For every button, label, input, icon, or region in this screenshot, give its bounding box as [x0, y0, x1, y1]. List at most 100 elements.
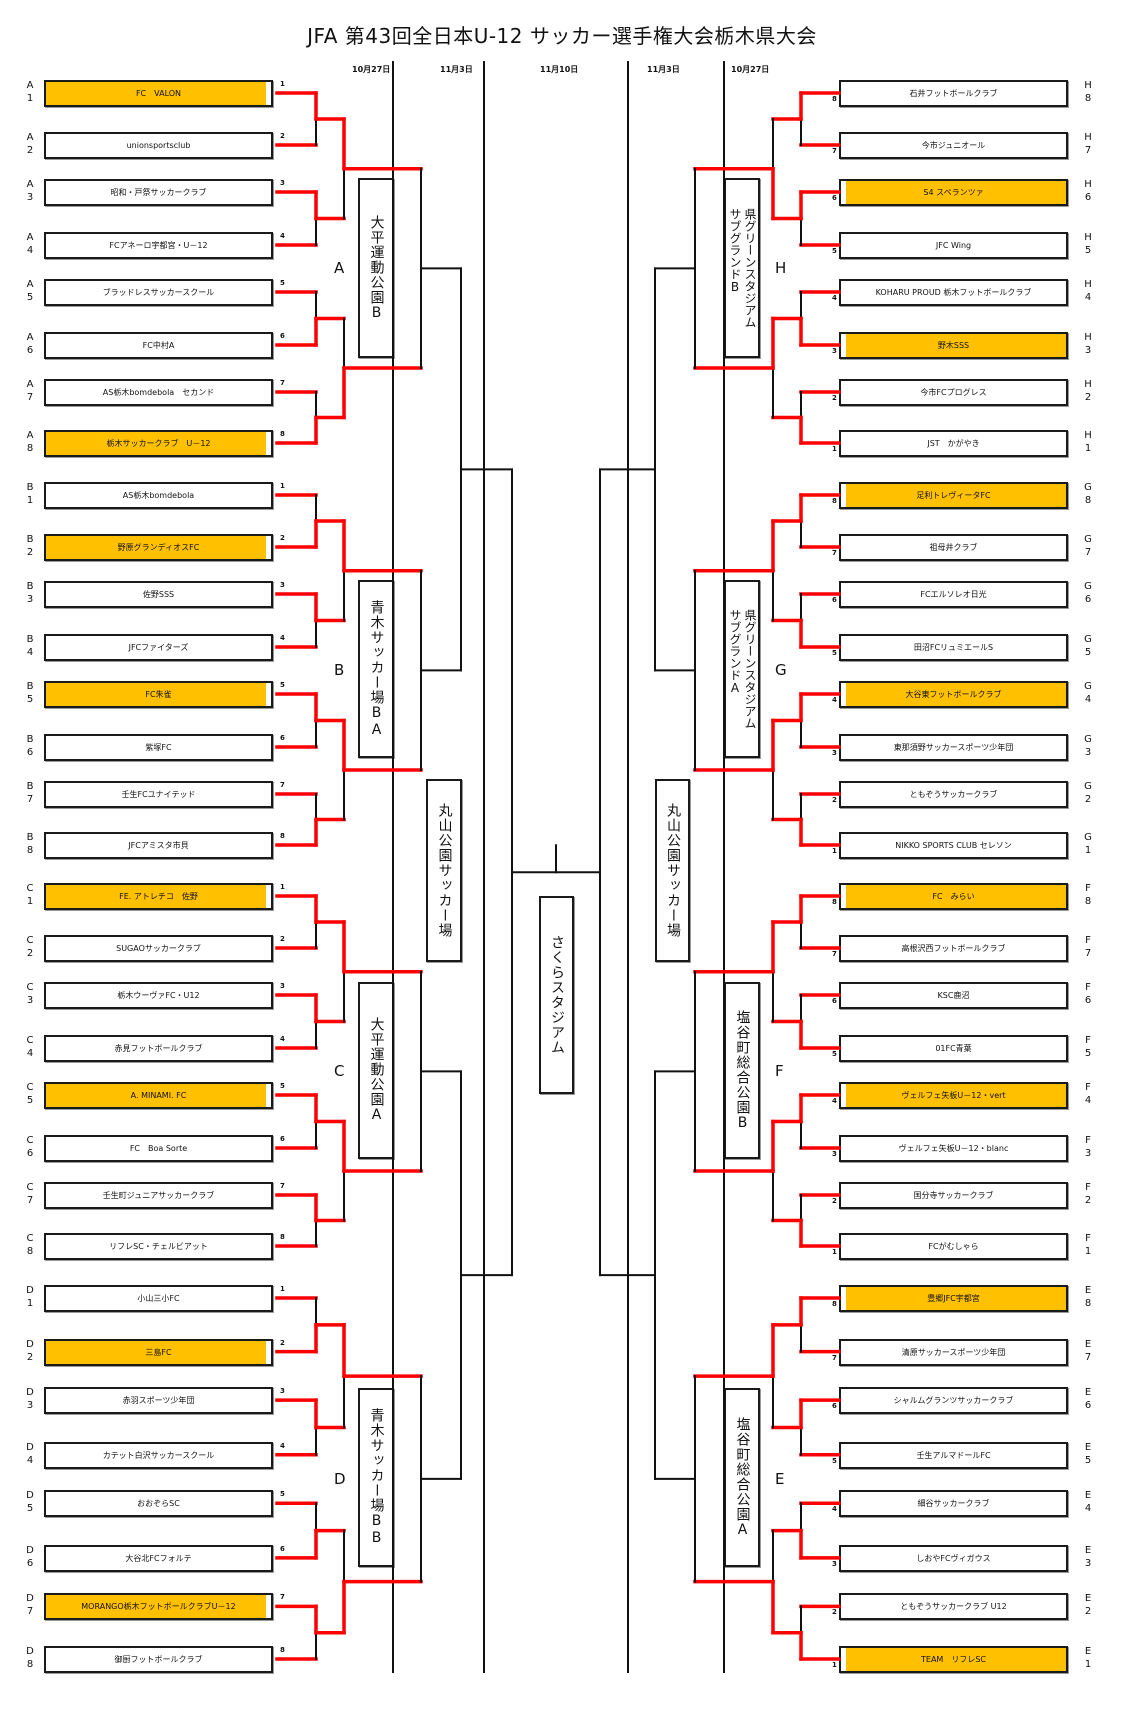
- slot-number-label: 6: [26, 747, 34, 758]
- team-box[interactable]: FC VALON: [44, 80, 273, 107]
- team-box[interactable]: リフレSC・チェルビアット: [44, 1233, 273, 1260]
- venue-box: 県グリーンスタジアム サブグランドB: [724, 178, 760, 358]
- slot-number-small: 8: [832, 95, 837, 103]
- team-box[interactable]: 国分寺サッカークラブ: [839, 1182, 1068, 1209]
- team-box[interactable]: 栃木サッカークラブ U－12: [44, 430, 273, 457]
- team-box[interactable]: 01FC青葉: [839, 1035, 1068, 1062]
- team-box[interactable]: 田沼FCリュミエールS: [839, 634, 1068, 661]
- team-box[interactable]: NIKKO SPORTS CLUB セレソン: [839, 832, 1068, 859]
- team-box[interactable]: 野木SSS: [839, 332, 1068, 359]
- group-letter-label: B: [26, 534, 34, 545]
- slot-number-label: 3: [26, 1400, 34, 1412]
- team-box[interactable]: 祖母井クラブ: [839, 534, 1068, 561]
- team-box[interactable]: FCエルソレオ日光: [839, 581, 1068, 608]
- team-box[interactable]: MORANGO栃木フットボールクラブU－12: [44, 1593, 273, 1621]
- team-box[interactable]: 紫塚FC: [44, 734, 273, 761]
- team-box[interactable]: FCアネーロ宇都宮・U－12: [44, 232, 273, 259]
- team-box[interactable]: 壬生アルマドールFC: [839, 1441, 1068, 1469]
- team-box[interactable]: ブラッドレスサッカースクール: [44, 279, 273, 306]
- team-box[interactable]: ともぞうサッカークラブ U12: [839, 1593, 1068, 1621]
- slot-number-label: 3: [1084, 747, 1092, 758]
- slot-number-small: 5: [280, 279, 285, 287]
- team-box[interactable]: 大谷北FCフォルテ: [44, 1544, 273, 1572]
- team-box[interactable]: おおぞらSC: [44, 1490, 273, 1518]
- team-box[interactable]: 野原グランディオスFC: [44, 534, 273, 561]
- group-letter-label: C: [26, 1082, 34, 1093]
- team-box[interactable]: ヴェルフェ矢板U－12・blanc: [839, 1135, 1068, 1162]
- team-box[interactable]: S4 スペランツァ: [839, 179, 1068, 206]
- slot-number-label: 6: [26, 345, 34, 356]
- team-box[interactable]: JFCファイターズ: [44, 634, 273, 661]
- slot-number-small: 2: [832, 1197, 837, 1205]
- slot-number-small: 4: [832, 696, 837, 704]
- group-letter-label: F: [1085, 883, 1091, 894]
- team-box[interactable]: 小山三小FC: [44, 1285, 273, 1312]
- team-box[interactable]: しおやFCヴィガウス: [839, 1544, 1068, 1572]
- slot-number-label: 5: [1084, 647, 1092, 658]
- team-box[interactable]: 壬生町ジュニアサッカークラブ: [44, 1182, 273, 1209]
- team-box[interactable]: 今市FCプログレス: [839, 379, 1068, 406]
- team-box[interactable]: TEAM リフレSC: [839, 1646, 1068, 1673]
- slot-number-small: 1: [280, 482, 285, 490]
- team-box[interactable]: AS栃木bomdebola: [44, 482, 273, 509]
- venue-label: 青木サッカー場BB: [368, 1408, 385, 1547]
- team-box[interactable]: KSC鹿沼: [839, 982, 1068, 1009]
- slot-number-label: 5: [26, 292, 34, 303]
- team-box[interactable]: 赤見フットボールクラブ: [44, 1035, 273, 1062]
- team-box[interactable]: 赤羽スポーツ少年団: [44, 1387, 273, 1415]
- team-box[interactable]: カテット白沢サッカースクール: [44, 1441, 273, 1469]
- team-box[interactable]: 石井フットボールクラブ: [839, 80, 1068, 107]
- team-box[interactable]: 三島FC: [44, 1338, 273, 1366]
- team-box[interactable]: 栃木ウーヴァFC・U12: [44, 982, 273, 1009]
- team-box[interactable]: FC中村A: [44, 332, 273, 359]
- team-box[interactable]: A. MINAMI. FC: [44, 1082, 273, 1109]
- group-letter: E: [775, 1469, 785, 1488]
- team-box[interactable]: 清原サッカースポーツ少年団: [839, 1338, 1068, 1366]
- slot-number-label: 3: [1084, 1148, 1092, 1159]
- team-box[interactable]: FC みらい: [839, 883, 1068, 910]
- group-letter-label: A: [26, 279, 34, 290]
- date-left-round2: 11月3日: [440, 65, 473, 74]
- team-box[interactable]: SUGAOサッカークラブ: [44, 935, 273, 962]
- team-box[interactable]: シャルムグランツサッカークラブ: [839, 1387, 1068, 1415]
- team-box[interactable]: unionsportsclub: [44, 132, 273, 159]
- team-box[interactable]: 足利トレヴィータFC: [839, 482, 1068, 509]
- slot-number-label: 4: [1084, 1503, 1092, 1515]
- team-box[interactable]: JST かがやき: [839, 430, 1068, 457]
- team-box[interactable]: 東那須野サッカースポーツ少年団: [839, 734, 1068, 761]
- slot-number-small: 1: [832, 445, 837, 453]
- team-box[interactable]: ヴェルフェ矢板U－12・vert: [839, 1082, 1068, 1109]
- slot-number-small: 5: [280, 1082, 285, 1090]
- slot-number-label: 3: [26, 594, 34, 605]
- group-letter-label: D: [26, 1490, 34, 1502]
- team-box[interactable]: 大谷東フットボールクラブ: [839, 681, 1068, 708]
- team-box[interactable]: FCがむしゃら: [839, 1233, 1068, 1260]
- team-box[interactable]: 今市ジュニオール: [839, 132, 1068, 159]
- slot-number-small: 5: [832, 1456, 837, 1465]
- team-box[interactable]: FC Boa Sorte: [44, 1135, 273, 1162]
- team-box[interactable]: JFC Wing: [839, 232, 1068, 259]
- team-box[interactable]: AS栃木bomdebola セカンド: [44, 379, 273, 406]
- slot-number-small: 1: [832, 847, 837, 855]
- team-box[interactable]: 昭和・戸祭サッカークラブ: [44, 179, 273, 206]
- team-box[interactable]: 壬生FCユナイテッド: [44, 781, 273, 808]
- team-box[interactable]: 細谷サッカークラブ: [839, 1490, 1068, 1518]
- team-box[interactable]: FC朱雀: [44, 681, 273, 708]
- group-letter-label: F: [1085, 1035, 1091, 1046]
- slot-number-label: 6: [26, 1557, 34, 1569]
- team-box[interactable]: JFCアミスタ市貝: [44, 832, 273, 859]
- team-box[interactable]: 佐野SSS: [44, 581, 273, 608]
- team-box[interactable]: 御厨フットボールクラブ: [44, 1646, 273, 1673]
- team-box[interactable]: FE. アトレチコ 佐野: [44, 883, 273, 910]
- team-box[interactable]: ともぞうサッカークラブ: [839, 781, 1068, 808]
